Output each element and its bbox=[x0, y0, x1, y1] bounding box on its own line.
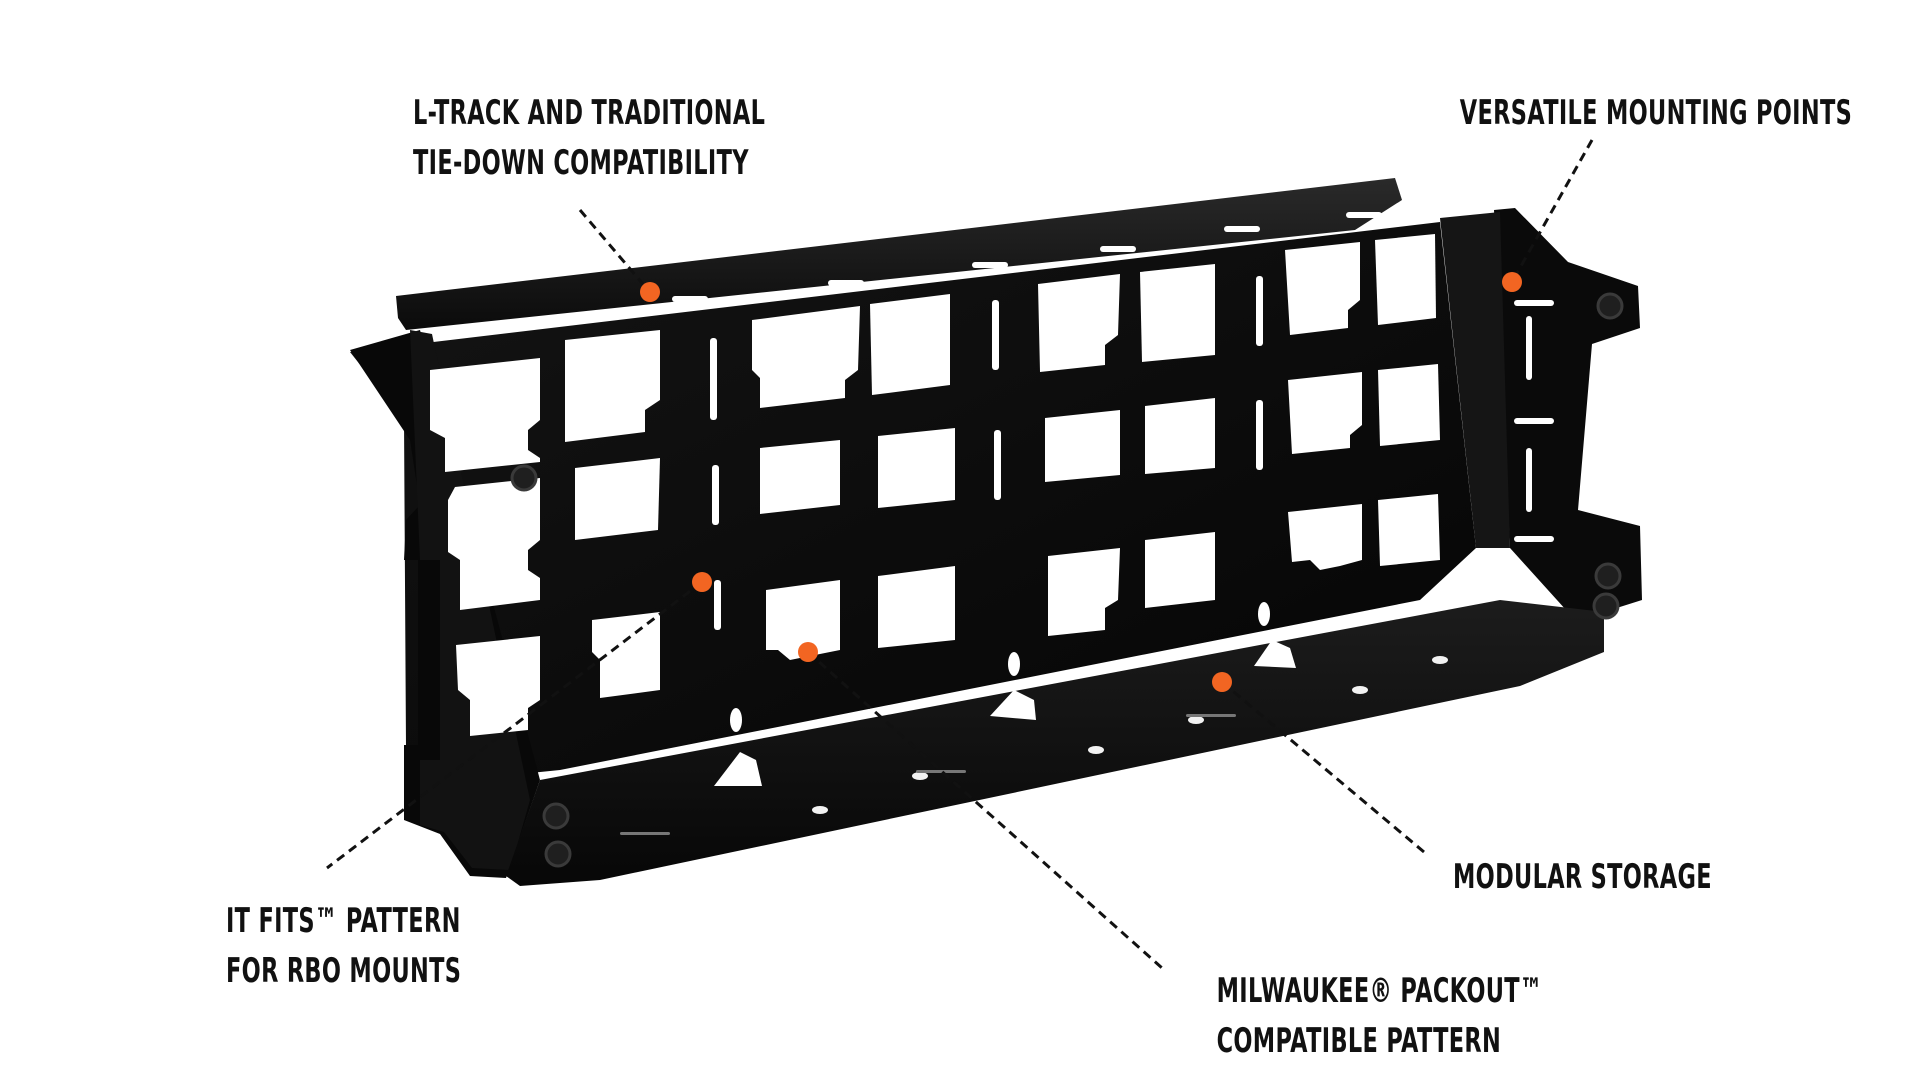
callout-packout-line2: COMPATIBLE PATTERN bbox=[1216, 1021, 1502, 1061]
right-inner-wall bbox=[1440, 212, 1510, 548]
bolts bbox=[510, 292, 1624, 868]
callout-itfits: IT FITS™ PATTERN FOR RBO MOUNTS bbox=[226, 896, 462, 996]
callout-packout: MILWAUKEE® PACKOUT™ COMPATIBLE PATTERN bbox=[1216, 966, 1543, 1066]
callout-modular: MODULAR STORAGE bbox=[1453, 852, 1712, 902]
callout-ltrack-line2: TIE-DOWN COMPATIBILITY bbox=[413, 143, 749, 183]
marker-itfits[interactable] bbox=[692, 572, 712, 592]
callout-itfits-line1: IT FITS™ PATTERN bbox=[226, 901, 461, 941]
callout-itfits-line2: FOR RBO MOUNTS bbox=[226, 951, 462, 991]
marker-ltrack[interactable] bbox=[640, 282, 660, 302]
callout-packout-line1: MILWAUKEE® PACKOUT™ bbox=[1216, 971, 1543, 1011]
shelf-notches bbox=[714, 602, 1296, 786]
leader-ltrack bbox=[578, 209, 650, 291]
marker-mounting[interactable] bbox=[1502, 272, 1522, 292]
leader-packout bbox=[807, 650, 1163, 970]
leader-lines bbox=[326, 139, 1594, 970]
marker-modular[interactable] bbox=[1212, 672, 1232, 692]
shelf-holes bbox=[620, 656, 1448, 835]
bottom-shelf bbox=[506, 600, 1604, 886]
callout-mounting-line1: VERSATILE MOUNTING POINTS bbox=[1459, 93, 1853, 133]
callout-ltrack: L-TRACK AND TRADITIONAL TIE-DOWN COMPATI… bbox=[413, 88, 766, 188]
cutout-grid bbox=[430, 234, 1440, 736]
callout-mounting: VERSATILE MOUNTING POINTS bbox=[1459, 88, 1853, 138]
callout-markers bbox=[640, 272, 1522, 692]
leader-itfits bbox=[326, 580, 703, 870]
callout-modular-line1: MODULAR STORAGE bbox=[1453, 857, 1712, 897]
mounting-slots bbox=[710, 276, 1554, 630]
leader-mounting bbox=[1510, 139, 1594, 283]
top-lip-tabs bbox=[520, 212, 1382, 324]
storage-rack-panel bbox=[350, 178, 1642, 886]
marker-packout[interactable] bbox=[798, 642, 818, 662]
callout-ltrack-line1: L-TRACK AND TRADITIONAL bbox=[413, 93, 766, 133]
